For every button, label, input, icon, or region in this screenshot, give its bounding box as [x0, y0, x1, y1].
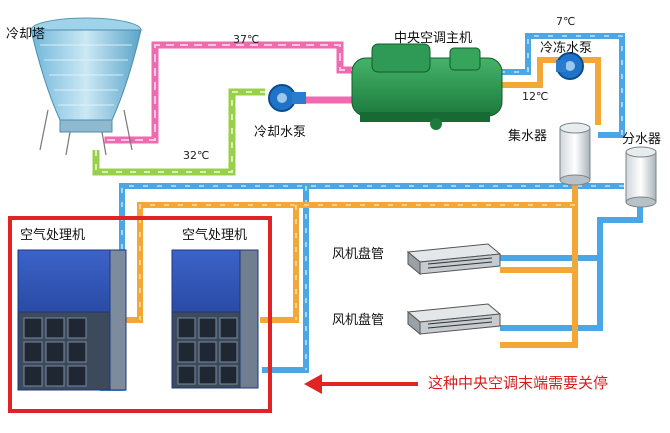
highlight-box — [8, 216, 272, 413]
distributor-label: 分水器 — [622, 132, 662, 147]
cool-water-pipe — [92, 88, 265, 176]
temp-12: 12℃ — [522, 90, 549, 103]
cooling-pump-label: 冷却水泵 — [254, 125, 307, 140]
air-handler-2-label: 空气处理机 — [182, 228, 248, 243]
hot-water-pipe — [104, 41, 364, 144]
air-handler-2 — [171, 249, 259, 389]
collector-label: 集水器 — [508, 129, 548, 144]
red-arrow — [304, 374, 418, 394]
distributor-tank — [625, 146, 657, 208]
temp-37: 37℃ — [233, 33, 260, 46]
cooling-pump — [268, 84, 306, 112]
fan-coil-unit-1 — [406, 243, 502, 276]
cooling-tower — [30, 17, 142, 156]
air-handler-1-label: 空气处理机 — [20, 228, 86, 243]
temp-32: 32℃ — [183, 149, 210, 162]
chiller-unit — [351, 43, 503, 130]
air-handler-1 — [17, 249, 127, 391]
cooling-tower-label: 冷却塔 — [6, 27, 46, 42]
temp-7: 7℃ — [556, 15, 576, 28]
chilled-return-flow — [139, 204, 575, 320]
fan-coil-1-label: 风机盘管 — [332, 247, 385, 262]
fan-coil-unit-2 — [406, 303, 502, 336]
shutdown-note: 这种中央空调末端需要关停 — [428, 374, 609, 392]
chilled-pump-label: 冷冻水泵 — [540, 41, 593, 56]
fan-coil-2-label: 风机盘管 — [332, 313, 385, 328]
collector-tank — [559, 122, 591, 186]
chilled-pump — [556, 52, 584, 80]
chilled-supply-flow — [121, 35, 624, 388]
chiller-label: 中央空调主机 — [394, 31, 473, 46]
